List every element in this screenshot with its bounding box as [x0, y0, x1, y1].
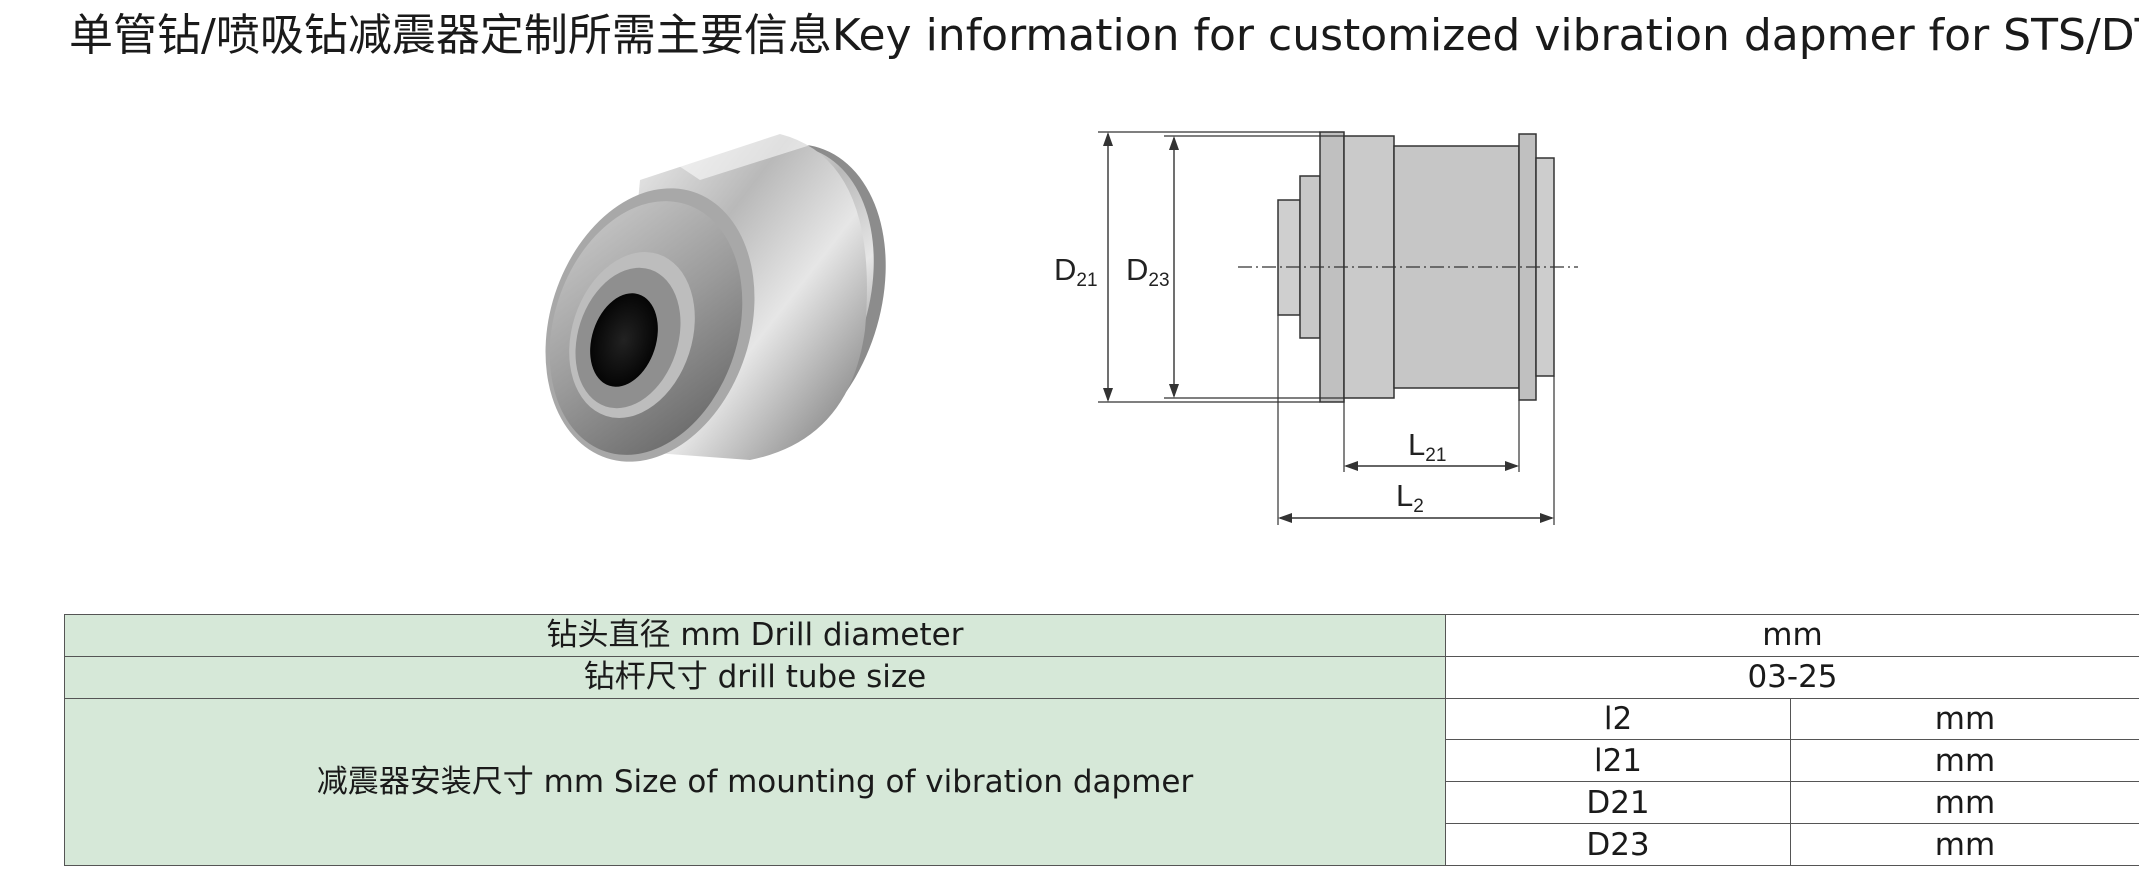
l21-label: L21 [1408, 427, 1446, 466]
damper-product-image [545, 130, 886, 462]
d21-label: D21 [1054, 252, 1098, 291]
drawing-step-mid [1299, 175, 1321, 339]
table-row: D21 mm [65, 781, 2139, 825]
mounting-item-unit[interactable]: mm [1790, 823, 2139, 866]
l2-label: L2 [1396, 478, 1424, 517]
mounting-item-unit[interactable]: mm [1790, 739, 2139, 783]
table-row: 减震器安装尺寸 mm Size of mounting of vibration… [64, 697, 2139, 867]
page-title: 单管钻/喷吸钻减震器定制所需主要信息Key information for cu… [69, 10, 2139, 61]
mounting-item-name: l2 [1445, 697, 1791, 741]
dimension-drawing: D21 D23 L21 L2 [1054, 131, 1578, 525]
mounting-item-unit[interactable]: mm [1790, 697, 2139, 741]
drill-tube-size-value[interactable]: 03-25 [1445, 655, 2139, 699]
drill-tube-size-label: 钻杆尺寸 drill tube size [64, 655, 1446, 699]
mounting-size-label: 减震器安装尺寸 mm Size of mounting of vibration… [64, 697, 1446, 867]
d23-label: D23 [1126, 252, 1170, 291]
mounting-item-name: D21 [1445, 781, 1791, 825]
table-row: 钻杆尺寸 drill tube size 03-25 [64, 655, 2139, 699]
mounting-item-name: D23 [1445, 823, 1791, 866]
spec-table: 钻头直径 mm Drill diameter mm 钻杆尺寸 drill tub… [64, 614, 2139, 867]
table-row: l21 mm [65, 739, 2139, 783]
mounting-item-name: l21 [1445, 739, 1791, 783]
drill-diameter-value[interactable]: mm [1445, 614, 2139, 657]
table-row: 钻头直径 mm Drill diameter mm [64, 614, 2139, 657]
drawing-step-small [1277, 199, 1301, 316]
table-row: D23 mm [65, 823, 2139, 866]
drill-diameter-label: 钻头直径 mm Drill diameter [64, 614, 1446, 657]
mounting-item-unit[interactable]: mm [1790, 781, 2139, 825]
